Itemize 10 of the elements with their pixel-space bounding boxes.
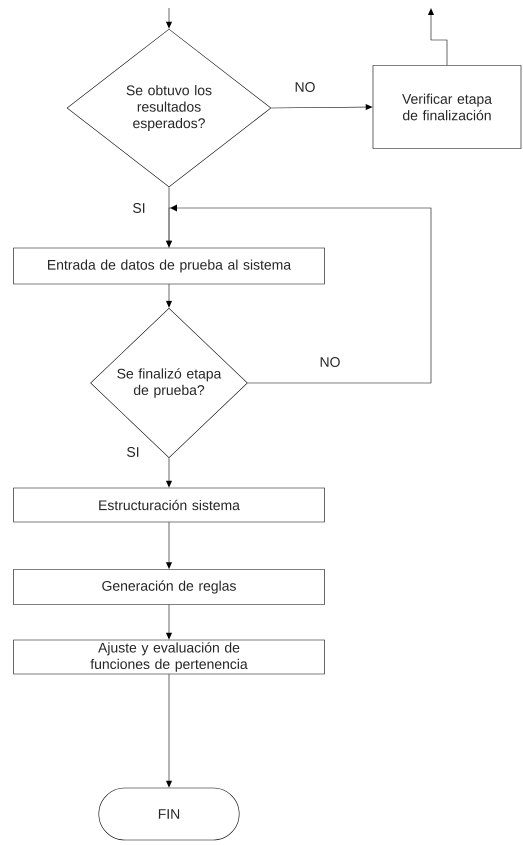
edge-label: SI [131,202,147,214]
edge-label: NO [294,81,316,93]
process-box: Estructuración sistema [13,488,325,522]
process-box: Verificar etapa de finalización [372,65,522,149]
process-box: Generación de reglas [13,569,325,605]
edge-label: SI [125,446,141,458]
edge-label: NO [318,356,342,368]
arrow [428,8,448,66]
process-box: Ajuste y evaluación de funciones de pertenencia [13,640,325,674]
process-box: Entrada de datos de prueba al sistema [13,248,325,284]
